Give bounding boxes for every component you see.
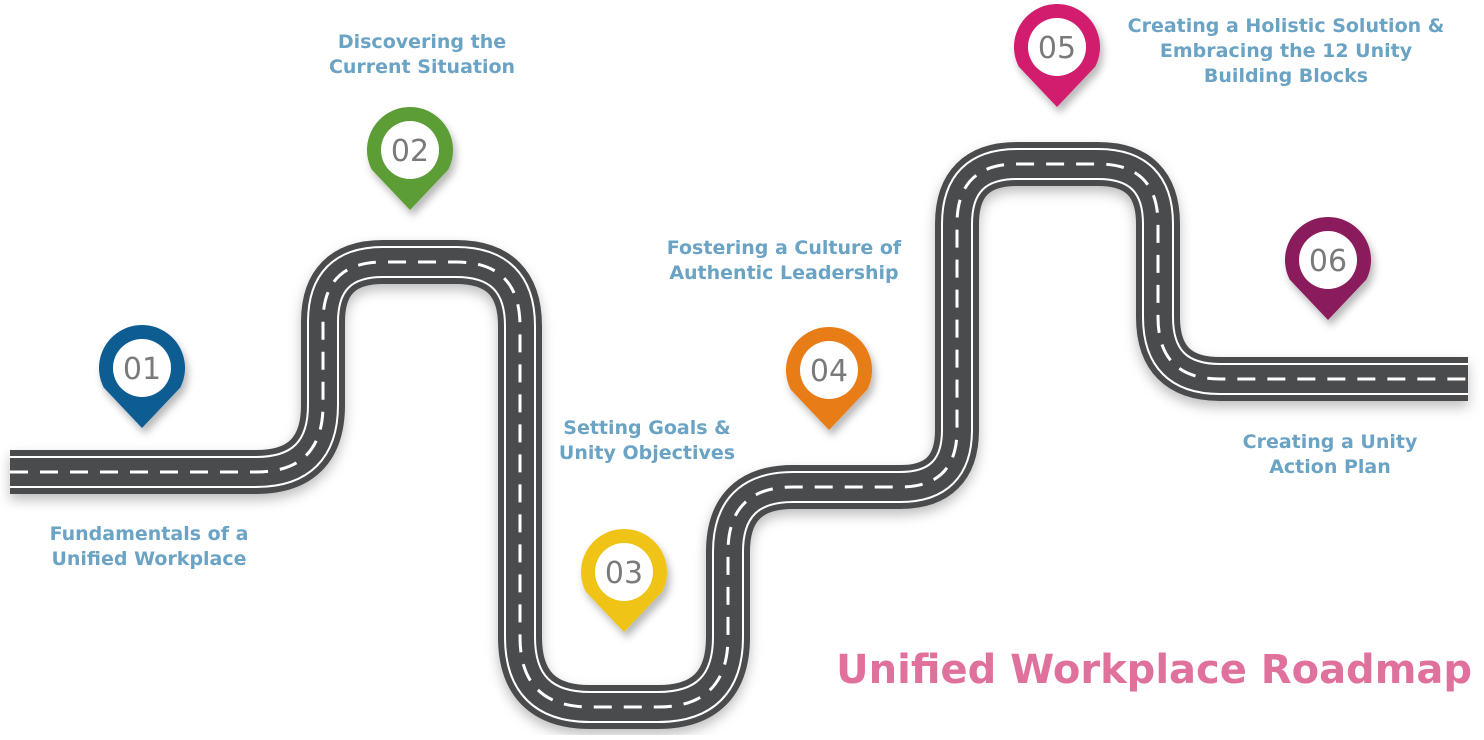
pin-face: [113, 339, 171, 397]
milestone-pins: 01 02 03 04 05 06: [99, 4, 1371, 632]
milestone-label-04: Fostering a Culture of Authentic Leaders…: [666, 237, 902, 284]
map-pin-icon: 04: [785, 327, 872, 430]
map-pin-icon: 06: [1285, 217, 1371, 320]
pin-number: 06: [1309, 244, 1347, 279]
map-pin-icon: 05: [1014, 4, 1100, 107]
pin-face: [1028, 18, 1086, 76]
pin-number: 05: [1038, 31, 1076, 66]
milestone-label-06: Creating a Unity Action Plan: [1242, 431, 1418, 478]
pin-face: [595, 543, 653, 601]
pin-face: [381, 121, 439, 179]
page-title: Unified Workplace Roadmap: [836, 647, 1472, 693]
winding-road: [10, 142, 1468, 729]
milestone-label-03: Setting Goals & Unity Objectives: [558, 417, 736, 464]
pin-number: 03: [605, 556, 643, 591]
pin-number: 01: [123, 352, 161, 387]
map-pin-icon: 01: [99, 324, 186, 428]
pin-face: [1299, 231, 1357, 289]
road-surface: [10, 150, 1468, 721]
milestone-label-01: Fundamentals of a Unified Workplace: [49, 523, 249, 570]
milestone-label-05: Creating a Holistic Solution & Embracing…: [1127, 15, 1445, 87]
milestone-label-02: Discovering the Current Situation: [328, 31, 516, 78]
pin-face: [800, 341, 858, 399]
pin-number: 04: [810, 354, 848, 389]
pin-number: 02: [391, 134, 429, 169]
map-pin-icon: 03: [580, 529, 667, 632]
map-pin-icon: 02: [367, 106, 453, 210]
